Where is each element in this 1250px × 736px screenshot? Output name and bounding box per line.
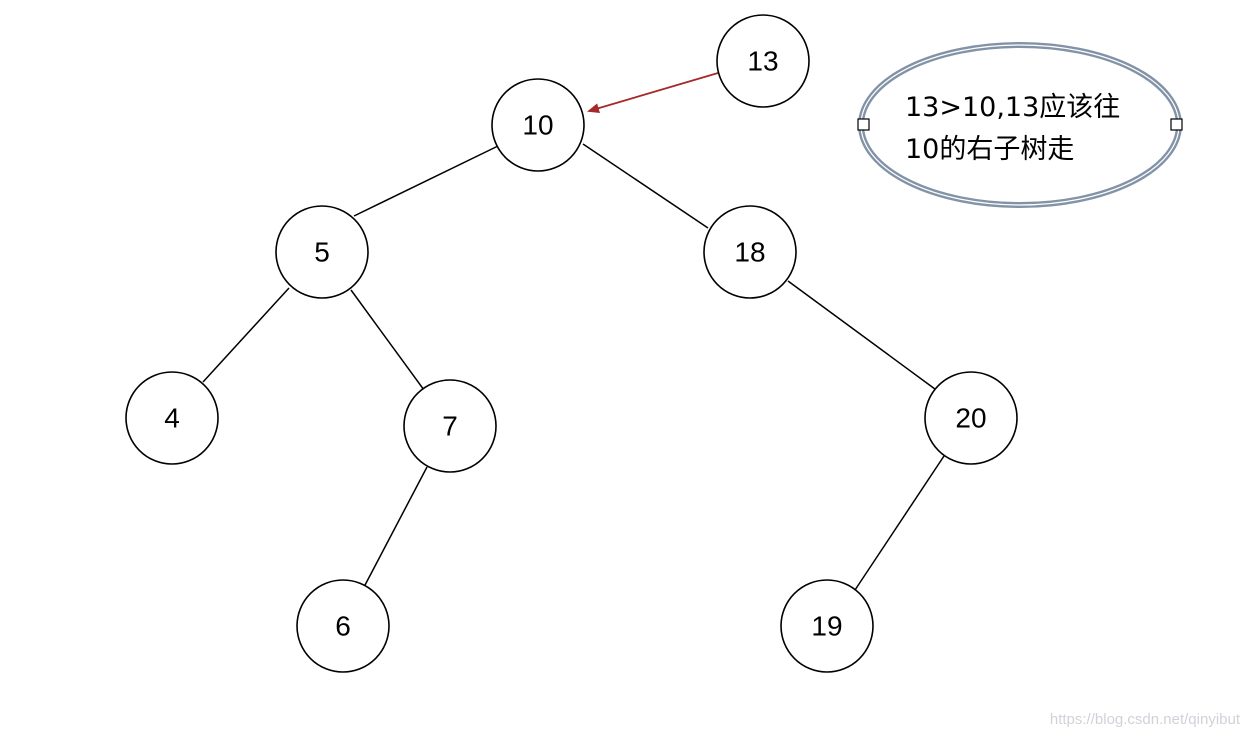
edge-10-18 [582, 143, 709, 229]
edge-20-19 [854, 455, 945, 591]
note-line-1: 13>10,13应该往 [905, 92, 1120, 123]
node-7: 7 [403, 379, 497, 473]
edge-5-4 [202, 287, 290, 383]
node-19-label: 19 [811, 611, 842, 642]
node-18-label: 18 [734, 237, 765, 268]
node-13-label: 13 [747, 46, 778, 77]
node-4: 4 [125, 371, 219, 465]
node-7-label: 7 [442, 411, 458, 442]
node-6-label: 6 [335, 611, 351, 642]
node-5-label: 5 [314, 237, 330, 268]
resize-handle-left[interactable] [857, 118, 870, 131]
edge-18-20 [787, 280, 940, 393]
note-callout[interactable]: 13>10,13应该往 10的右子树走 [857, 42, 1183, 208]
node-10: 10 [491, 78, 585, 172]
node-13: 13 [716, 14, 810, 108]
node-10-label: 10 [522, 110, 553, 141]
watermark: https://blog.csdn.net/qinyibut [1049, 711, 1240, 728]
node-5: 5 [275, 205, 369, 299]
node-20-label: 20 [955, 403, 986, 434]
node-18: 18 [703, 205, 797, 299]
resize-handle-right[interactable] [1170, 118, 1183, 131]
note-line-2: 10的右子树走 [905, 134, 1074, 165]
edge-10-5 [353, 145, 499, 217]
node-19: 19 [780, 579, 874, 673]
node-4-label: 4 [164, 403, 180, 434]
edge-7-6 [363, 466, 428, 588]
arrow-13-to-10 [587, 72, 719, 113]
node-6: 6 [296, 579, 390, 673]
edge-5-7 [350, 289, 425, 391]
node-20: 20 [924, 371, 1018, 465]
